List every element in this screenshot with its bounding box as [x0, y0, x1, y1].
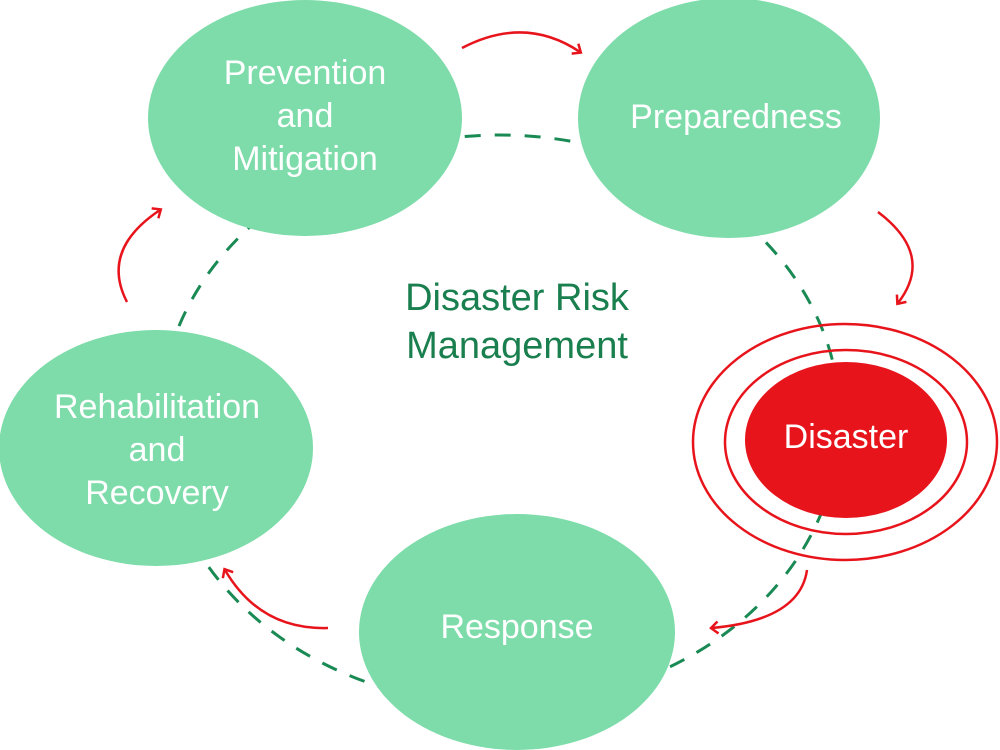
node-disaster: Disaster: [691, 322, 999, 562]
node-preparedness: Preparedness: [578, 0, 880, 238]
svg-text:Disaster: Disaster: [784, 418, 909, 456]
arrow-preparedness-to-disaster: [877, 211, 914, 306]
arrow-disaster-to-response: [709, 569, 809, 635]
arrow-prevention-to-preparedness: [461, 31, 583, 55]
arrow-response-to-rehabilitation: [221, 567, 329, 630]
arrow-rehabilitation-to-prevention: [117, 207, 163, 303]
node-response: Response: [359, 514, 675, 750]
svg-text:Response: Response: [440, 608, 593, 646]
svg-text:Preparedness: Preparedness: [630, 98, 842, 136]
